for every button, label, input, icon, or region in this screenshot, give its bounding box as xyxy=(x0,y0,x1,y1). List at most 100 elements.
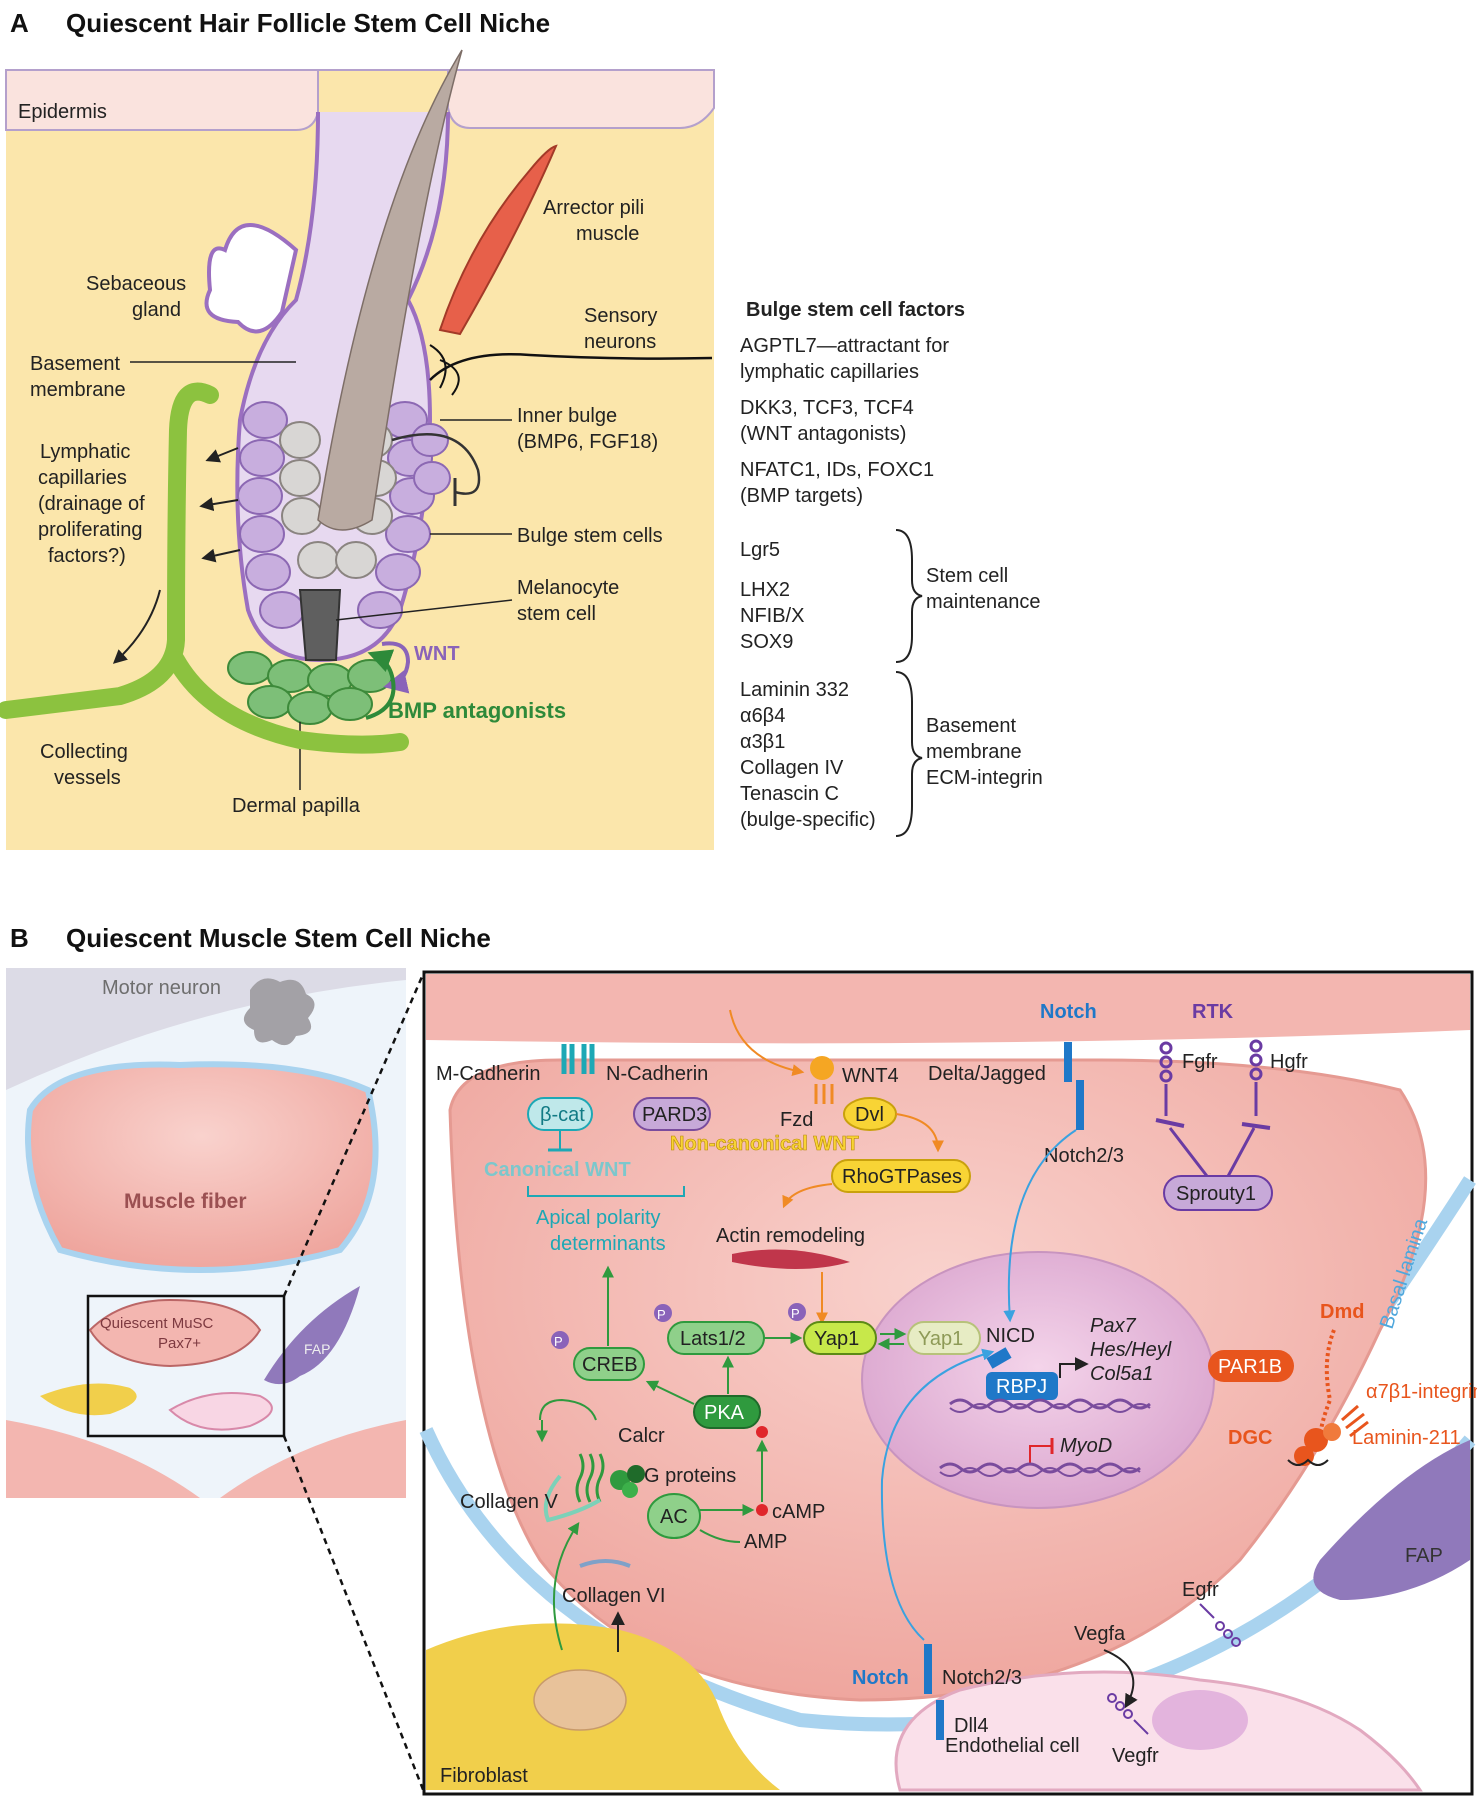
g2-label-3: ECM-integrin xyxy=(926,767,1043,789)
rho-to-actin-arrow xyxy=(782,1183,833,1209)
laminin211-label: Laminin-211 xyxy=(1352,1427,1461,1449)
melanocyte-label-1: Melanocyte xyxy=(517,577,619,599)
yap-phospho xyxy=(788,1303,806,1321)
notch23-top-label: Notch2/3 xyxy=(1044,1145,1124,1167)
dgc-ball-1 xyxy=(1304,1428,1328,1452)
rtk-label: RTK xyxy=(1192,1001,1234,1023)
epidermis-layer xyxy=(5,69,715,131)
egfr-label: Egfr xyxy=(1182,1579,1219,1601)
wnt4-arrow xyxy=(729,1009,805,1077)
sensory-neuron-branches xyxy=(429,344,460,396)
endothelial-label: Endothelial cell xyxy=(945,1735,1080,1757)
yap1-nuclear-label: Yap1 xyxy=(918,1328,963,1350)
apical-label-2: determinants xyxy=(550,1233,666,1255)
bulge-cells xyxy=(237,401,451,629)
factor-1b: lymphatic capillaries xyxy=(740,361,919,383)
n-cadherin-label: N-Cadherin xyxy=(606,1063,708,1085)
sprouty1-label: Sprouty1 xyxy=(1176,1183,1256,1205)
par1b-node xyxy=(1208,1350,1294,1382)
g2-label-2: membrane xyxy=(926,741,1022,763)
g2-item-6: (bulge-specific) xyxy=(740,809,876,831)
sensory-label-2: neurons xyxy=(584,331,656,353)
overview-endothelial xyxy=(168,1392,273,1431)
motor-neuron-shape xyxy=(243,978,315,1046)
lymph-label-3: (drainage of xyxy=(38,493,145,515)
canonical-wnt-label: Canonical WNT xyxy=(484,1159,631,1181)
overview-lower-fiber-2 xyxy=(220,1420,406,1498)
overview-panel: Motor neuron Muscle fiber Quiescent MuSC… xyxy=(6,968,406,1498)
dll4-label: Dll4 xyxy=(954,1715,988,1737)
hgfr-label: Hgfr xyxy=(1270,1051,1308,1073)
basement-label-2: membrane xyxy=(30,379,126,401)
calcr-label: Calcr xyxy=(618,1425,665,1447)
panel-b-title: Quiescent Muscle Stem Cell Niche xyxy=(66,923,491,953)
noncanonical-wnt-label: Non-canonical WNT xyxy=(670,1133,859,1155)
beta-cat-label: β-cat xyxy=(540,1104,585,1126)
rhogtpases-label: RhoGTPases xyxy=(842,1166,962,1188)
camp-dot-pka xyxy=(756,1426,768,1438)
dna-strand-1b xyxy=(949,1403,1151,1413)
bmp-antagonists-label: BMP antagonists xyxy=(388,698,566,723)
melanocyte-stem-cell xyxy=(298,589,342,661)
detail-panel: FAP Fibroblast Endothelial cell M-Cadher… xyxy=(419,970,1477,1796)
creb-phospho-label: P xyxy=(554,1334,563,1349)
integrin-receptor xyxy=(1341,1404,1369,1438)
sensory-neuron-line xyxy=(429,353,713,381)
myod-repression xyxy=(1029,1445,1052,1464)
collecting-label-2: vessels xyxy=(54,767,121,789)
fibroblast-nucleus xyxy=(533,1669,627,1731)
wnt4-label: WNT4 xyxy=(842,1065,899,1087)
rbpj-node xyxy=(986,1372,1058,1400)
g2-label-1: Basement xyxy=(926,715,1016,737)
amp-label: AMP xyxy=(744,1531,787,1553)
myod-label: MyoD xyxy=(1060,1435,1112,1457)
apical-bracket xyxy=(527,1186,685,1197)
zoom-line-top xyxy=(282,971,426,1297)
basal-lamina-outer xyxy=(419,1427,1476,1732)
dvl-label: Dvl xyxy=(855,1104,884,1126)
yap1-label: Yap1 xyxy=(814,1328,859,1350)
panel-b: B Quiescent Muscle Stem Cell Niche Motor… xyxy=(6,923,1477,1796)
sebaceous-gland xyxy=(204,223,299,334)
bmp-antagonist-arrow xyxy=(365,649,396,720)
zoom-box xyxy=(86,1294,286,1438)
epidermis-label: Epidermis xyxy=(18,101,107,123)
g2-item-1: Laminin 332 xyxy=(740,679,849,701)
sprouty-fgfr-bar xyxy=(1155,1118,1185,1128)
drain-arrow-3 xyxy=(201,548,241,563)
notch23-bottom-label: Notch2/3 xyxy=(942,1667,1022,1689)
sebaceous-label-2: gland xyxy=(132,299,181,321)
musc-label-2: Pax7+ xyxy=(158,1335,201,1352)
overview-lower-fiber xyxy=(6,1420,200,1498)
notch-bottom-receptor xyxy=(924,1644,944,1740)
cadherin-receptors xyxy=(561,1044,595,1074)
arrector-pili-muscle xyxy=(438,144,558,336)
arrector-label-2: muscle xyxy=(576,223,639,245)
factors-heading: Bulge stem cell factors xyxy=(746,299,965,321)
bulge-label: Bulge stem cells xyxy=(517,525,663,547)
factor-2b: (WNT antagonists) xyxy=(740,423,906,445)
yap1-nuclear-node xyxy=(907,1321,981,1355)
sprouty1-node xyxy=(1163,1175,1273,1211)
ac-label: AC xyxy=(660,1506,688,1528)
muscle-fiber-label: Muscle fiber xyxy=(124,1190,247,1213)
lats-phospho xyxy=(654,1304,672,1322)
nicd-shape xyxy=(986,1347,1012,1369)
g1-item-2: LHX2 xyxy=(740,579,790,601)
sprouty-fgfr-line xyxy=(1168,1127,1212,1181)
hair-shaft xyxy=(317,49,463,531)
collagen-v-fiber xyxy=(543,1474,602,1523)
vegfa-label: Vegfa xyxy=(1074,1623,1126,1645)
fgfr-receptor xyxy=(1159,1041,1173,1116)
melanocyte-leader xyxy=(335,599,513,621)
fibroblast-label: Fibroblast xyxy=(440,1765,528,1787)
actin-label: Actin remodeling xyxy=(716,1225,865,1247)
nicd-label: NICD xyxy=(986,1325,1035,1347)
integrin-label: α7β1-integrin xyxy=(1366,1381,1477,1403)
collagen-vi-fiber xyxy=(579,1559,631,1568)
yap-phospho-label: P xyxy=(791,1306,800,1321)
lymph-label-5: factors?) xyxy=(48,545,126,567)
fibroblast-to-collagen-arrow xyxy=(553,1522,580,1651)
pax7-label: Pax7 xyxy=(1090,1315,1136,1337)
camp-label: cAMP xyxy=(772,1501,825,1523)
